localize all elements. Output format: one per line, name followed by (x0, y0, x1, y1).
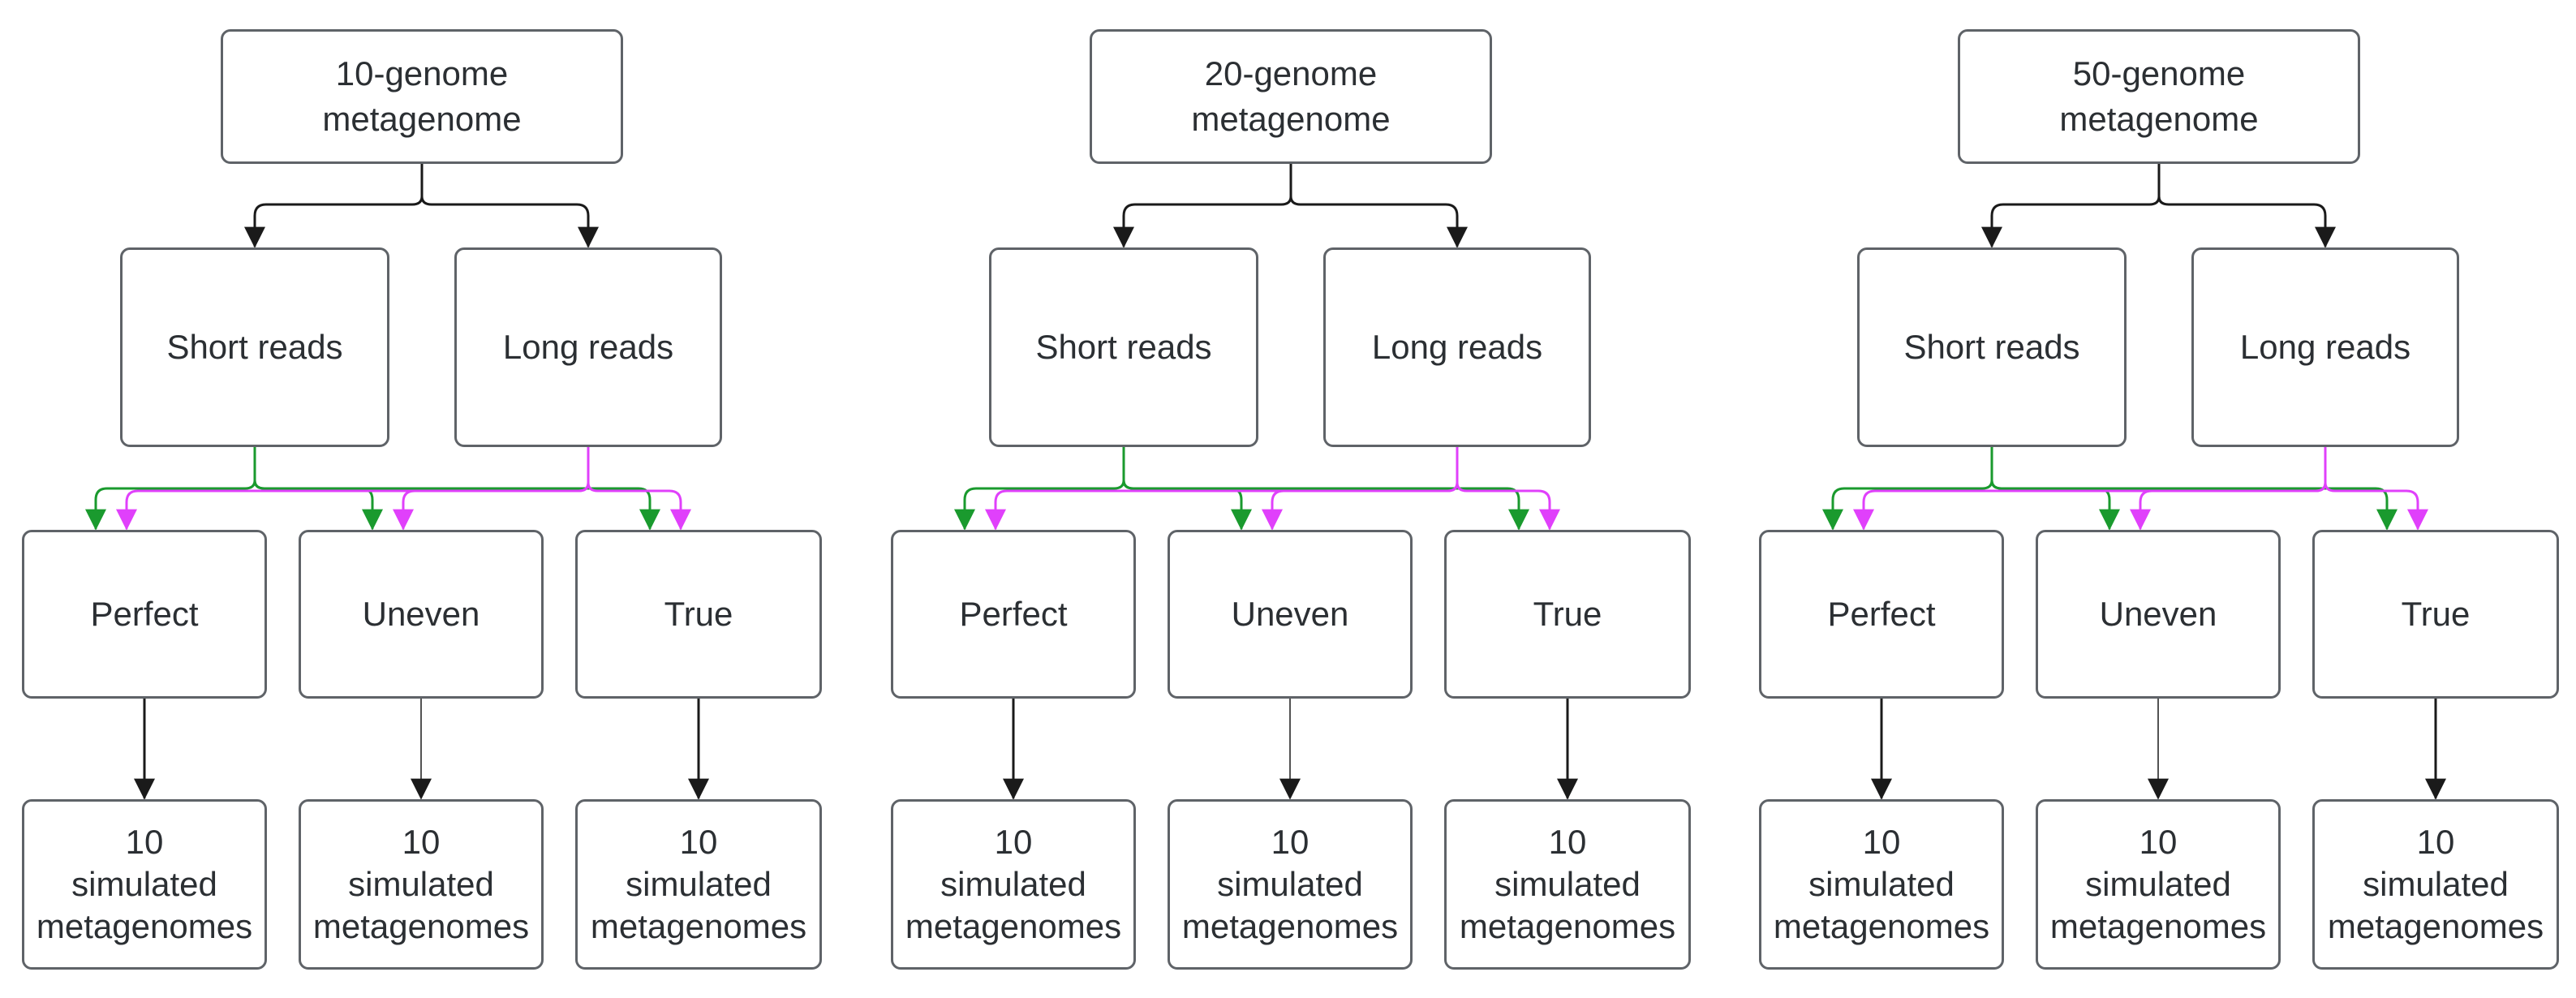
short-read-arrow (954, 445, 1125, 531)
perfect-box: Perfect (22, 530, 267, 699)
simulated-metagenomes-box: 10 simulated metagenomes (891, 799, 1136, 970)
true-box: True (2312, 530, 2559, 699)
long-read-arrow (2324, 445, 2428, 531)
short-reads-box: Short reads (1857, 247, 2127, 447)
short-reads-box-label: Short reads (166, 328, 343, 366)
perfect-box-label: Perfect (959, 595, 1068, 633)
uneven-box-label: Uneven (1231, 595, 1349, 633)
simulated-metagenomes-box: 10 simulated metagenomes (1168, 799, 1413, 970)
simulated-metagenomes-box-label: 10 simulated metagenomes (1181, 823, 1399, 945)
true-box: True (575, 530, 822, 699)
metagenome-box-label: 10-genome metagenome (322, 54, 522, 138)
simulated-metagenomes-box: 10 simulated metagenomes (1759, 799, 2004, 970)
uneven-box: Uneven (299, 530, 544, 699)
long-reads-box-label: Long reads (1371, 328, 1543, 366)
short-read-arrow (1822, 445, 1993, 531)
connector-arrow (1289, 195, 1468, 248)
metagenome-box-label: 20-genome metagenome (1191, 54, 1391, 138)
long-reads-box: Long reads (1323, 247, 1591, 447)
simulated-metagenomes-box-label: 10 simulated metagenomes (2049, 823, 2267, 945)
simulated-metagenomes-box: 10 simulated metagenomes (2036, 799, 2281, 970)
long-reads-box: Long reads (454, 247, 722, 447)
perfect-box-label: Perfect (1827, 595, 1936, 633)
simulated-metagenomes-box: 10 simulated metagenomes (299, 799, 544, 970)
metagenome-box: 20-genome metagenome (1090, 29, 1492, 164)
simulated-metagenomes-box: 10 simulated metagenomes (22, 799, 267, 970)
simulated-metagenomes-box-label: 10 simulated metagenomes (1459, 823, 1676, 945)
uneven-box-label: Uneven (2099, 595, 2217, 633)
simulated-metagenomes-box-label: 10 simulated metagenomes (312, 823, 530, 945)
perfect-box: Perfect (1759, 530, 2004, 699)
long-read-arrow (1456, 445, 1560, 531)
metagenome-box: 10-genome metagenome (221, 29, 623, 164)
uneven-box: Uneven (2036, 530, 2281, 699)
connector-arrow (2157, 195, 2336, 248)
long-read-arrow (587, 445, 691, 531)
connector-arrow (1981, 162, 2161, 248)
long-reads-box-label: Long reads (502, 328, 674, 366)
connector-arrow (1113, 162, 1292, 248)
long-reads-box: Long reads (2191, 247, 2459, 447)
simulated-metagenomes-box: 10 simulated metagenomes (1444, 799, 1691, 970)
connector-arrow (420, 195, 599, 248)
perfect-box: Perfect (891, 530, 1136, 699)
true-box-label: True (664, 595, 733, 633)
true-box-label: True (2401, 595, 2471, 633)
metagenome-box: 50-genome metagenome (1958, 29, 2360, 164)
short-read-arrow (85, 445, 256, 531)
true-box-label: True (1533, 595, 1602, 633)
simulated-metagenomes-box-label: 10 simulated metagenomes (590, 823, 807, 945)
metagenome-box-label: 50-genome metagenome (2059, 54, 2259, 138)
uneven-box-label: Uneven (362, 595, 480, 633)
true-box: True (1444, 530, 1691, 699)
short-read-arrow (1122, 445, 1529, 531)
simulated-metagenomes-box: 10 simulated metagenomes (2312, 799, 2559, 970)
short-reads-box: Short reads (989, 247, 1258, 447)
simulated-metagenomes-box-label: 10 simulated metagenomes (1773, 823, 1990, 945)
long-reads-box-label: Long reads (2239, 328, 2411, 366)
short-reads-box: Short reads (120, 247, 389, 447)
simulated-metagenomes-box-label: 10 simulated metagenomes (36, 823, 253, 945)
simulated-metagenomes-box: 10 simulated metagenomes (575, 799, 822, 970)
short-read-arrow (1990, 445, 2398, 531)
short-reads-box-label: Short reads (1035, 328, 1212, 366)
simulated-metagenomes-box-label: 10 simulated metagenomes (905, 823, 1122, 945)
perfect-box-label: Perfect (90, 595, 199, 633)
simulated-metagenomes-box-label: 10 simulated metagenomes (2327, 823, 2544, 945)
short-read-arrow (253, 445, 660, 531)
connector-arrow (244, 162, 424, 248)
uneven-box: Uneven (1168, 530, 1413, 699)
short-reads-box-label: Short reads (1903, 328, 2080, 366)
